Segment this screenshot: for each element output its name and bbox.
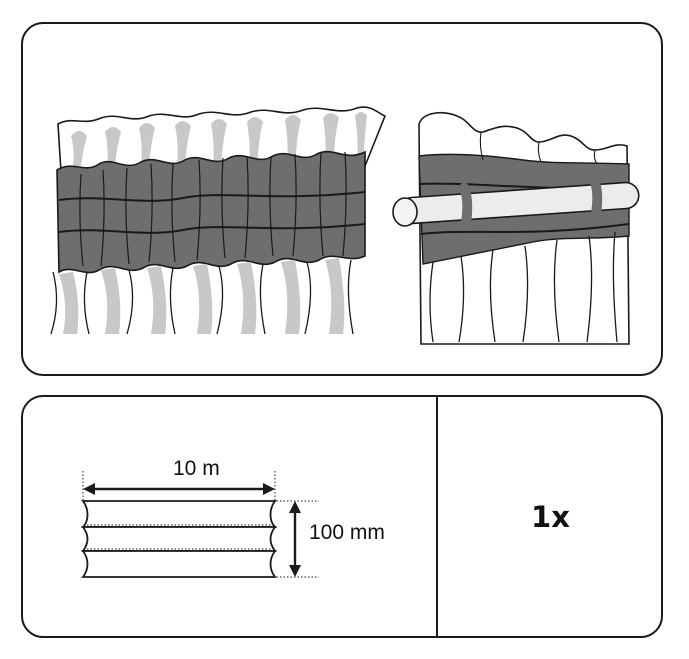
gathered-tape-front-illustration: [50, 106, 387, 335]
tape-cross-section: [80, 500, 278, 578]
curtain-illustration: [50, 106, 640, 345]
quantity-label: 1x: [531, 499, 570, 534]
illustration-panel: [21, 22, 663, 376]
dimension-extension-lines: [82, 471, 319, 578]
specs-panel: 10 m 100 mm 1x: [21, 395, 663, 638]
tape-cord-lines: [87, 524, 271, 550]
length-label: 10 m: [173, 457, 220, 480]
tape-dimension-diagram: [80, 471, 319, 578]
panel-divider: [436, 397, 438, 636]
curtain-on-rod-illustration: [392, 111, 640, 345]
height-arrow: [289, 501, 301, 577]
length-arrow: [83, 483, 275, 495]
height-label: 100 mm: [309, 521, 385, 544]
